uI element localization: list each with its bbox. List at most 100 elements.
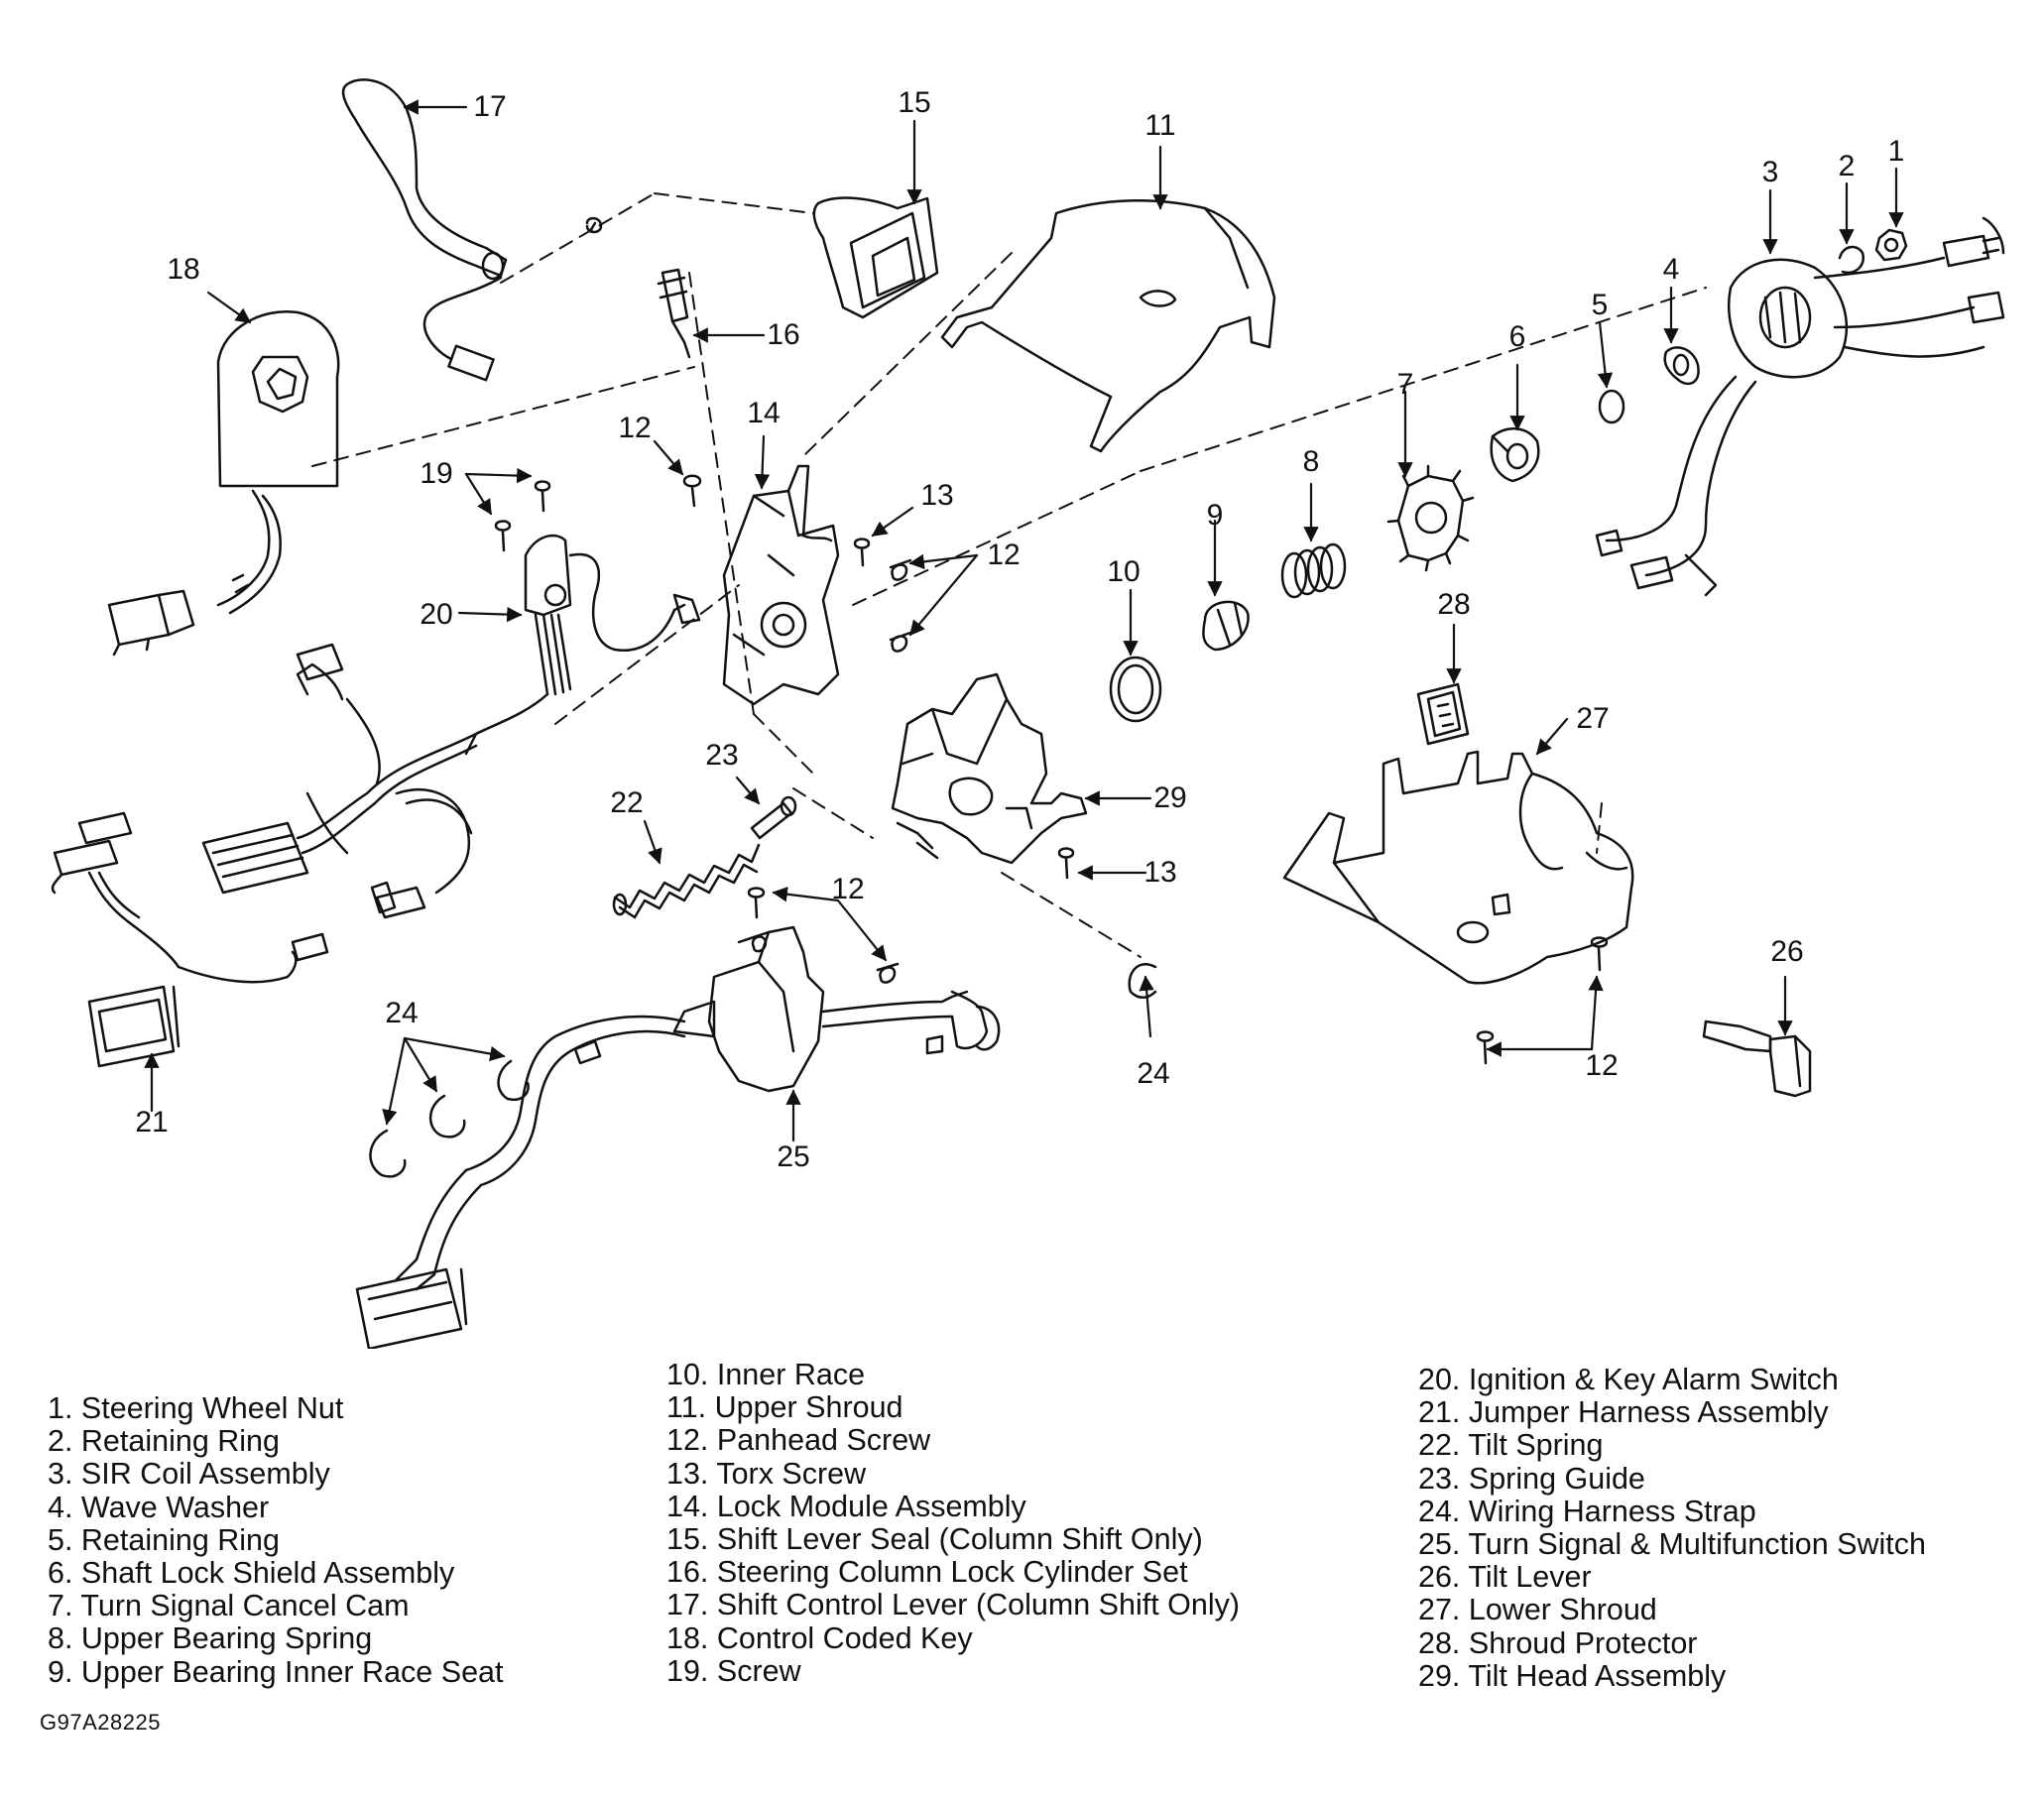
spring-guide (750, 795, 797, 840)
wiring-harness-straps-left (369, 1059, 530, 1178)
shroud-protector (1416, 682, 1470, 746)
callout-12a: 12 (618, 412, 652, 444)
legend-item: 6. Shaft Lock Shield Assembly (48, 1556, 455, 1591)
upper-bearing-inner-race-seat (1202, 600, 1250, 652)
legend-item: 19. Screw (666, 1653, 801, 1688)
legend-item: 23. Spring Guide (1418, 1461, 1645, 1496)
retaining-ring-5 (1598, 389, 1625, 424)
callout-14: 14 (747, 397, 781, 429)
wave-washer (1663, 346, 1700, 386)
legend-item: 21. Jumper Harness Assembly (1418, 1395, 1829, 1430)
legend-column-1: 1. Steering Wheel Nut 2. Retaining Ring … (48, 1391, 504, 1689)
legend-item: 17. Shift Control Lever (Column Shift On… (666, 1588, 1241, 1622)
turn-signal-cancel-cam (1386, 464, 1475, 572)
jumper-harness-assembly (51, 811, 329, 1068)
callout-15: 15 (898, 86, 931, 119)
shaft-lock-shield (1490, 427, 1540, 483)
legend-item: 11. Upper Shroud (666, 1390, 903, 1425)
legend-item: 27. Lower Shroud (1418, 1593, 1657, 1627)
callout-12b: 12 (987, 539, 1021, 571)
tilt-lever (1702, 1019, 1812, 1098)
upper-shroud (940, 198, 1276, 453)
legend-item: 4. Wave Washer (48, 1490, 270, 1524)
callout-13b: 13 (1143, 856, 1177, 889)
legend-item: 25. Turn Signal & Multifunction Switch (1418, 1527, 1926, 1562)
switch-screws-12 (747, 887, 900, 984)
callout-26: 26 (1770, 935, 1804, 968)
lock-cylinder (657, 268, 691, 359)
shift-lever-seal (812, 196, 939, 319)
legend-item: 18. Control Coded Key (666, 1620, 973, 1655)
lock-module-assembly (722, 464, 840, 706)
legend-item: 12. Panhead Screw (666, 1423, 931, 1458)
callout-8: 8 (1302, 445, 1320, 478)
callout-13a: 13 (920, 479, 954, 512)
legend-item: 1. Steering Wheel Nut (48, 1391, 344, 1425)
legend-column-3: 20. Ignition & Key Alarm Switch 21. Jump… (1418, 1363, 1926, 1693)
figure-id: G97A28225 (40, 1710, 161, 1735)
legend-item: 29. Tilt Head Assembly (1418, 1658, 1727, 1693)
control-coded-key (107, 309, 340, 657)
leader-arrows (144, 99, 1904, 1142)
shift-control-lever (341, 78, 603, 382)
steering-wheel-nut (1874, 228, 1908, 262)
exploded-parts-drawing (51, 78, 2005, 1349)
callout-20: 20 (420, 598, 453, 631)
callout-19: 19 (420, 457, 453, 490)
main-harness (201, 643, 478, 919)
callout-28: 28 (1437, 588, 1471, 621)
torx-screws-13 (1057, 847, 1075, 880)
callout-21: 21 (135, 1106, 169, 1139)
tilt-head-assembly (891, 672, 1088, 865)
legend-item: 15. Shift Lever Seal (Column Shift Only) (666, 1522, 1203, 1557)
callout-23: 23 (705, 739, 739, 772)
legend-item: 28. Shroud Protector (1418, 1625, 1698, 1660)
legend-column-2: 10. Inner Race 11. Upper Shroud 12. Panh… (666, 1358, 1241, 1688)
legend-item: 22. Tilt Spring (1418, 1428, 1604, 1463)
upper-bearing-spring (1280, 542, 1347, 599)
callout-1: 1 (1887, 135, 1905, 168)
legend-item: 26. Tilt Lever (1418, 1560, 1592, 1595)
callout-5: 5 (1591, 289, 1609, 321)
legend-item: 13. Torx Screw (666, 1456, 867, 1491)
legend-item: 10. Inner Race (666, 1358, 866, 1391)
legend-item: 24. Wiring Harness Strap (1418, 1494, 1756, 1528)
panhead-screws-12 (682, 474, 912, 653)
callout-22: 22 (610, 786, 644, 819)
legend-item: 8. Upper Bearing Spring (48, 1621, 373, 1656)
callout-2: 2 (1838, 150, 1856, 182)
callout-27: 27 (1576, 702, 1610, 735)
assembly-centerlines (311, 192, 1707, 958)
legend-item: 9. Upper Bearing Inner Race Seat (48, 1654, 504, 1689)
callout-12d: 12 (1585, 1049, 1619, 1082)
callout-17: 17 (473, 90, 507, 123)
callout-10: 10 (1107, 555, 1141, 588)
turn-signal-multifunction-switch (355, 925, 1001, 1349)
callout-11: 11 (1144, 109, 1176, 142)
inner-race (1109, 656, 1162, 723)
callout-25: 25 (777, 1140, 810, 1173)
callout-18: 18 (167, 253, 200, 286)
lower-shroud (1282, 750, 1634, 985)
ignition-key-alarm-switch (464, 534, 701, 756)
callout-29: 29 (1153, 781, 1187, 814)
legend-item: 3. SIR Coil Assembly (48, 1457, 330, 1492)
callout-16: 16 (767, 318, 800, 351)
callout-3: 3 (1761, 156, 1779, 188)
callout-9: 9 (1206, 499, 1224, 532)
callout-12c: 12 (831, 873, 865, 905)
legend-item: 16. Steering Column Lock Cylinder Set (666, 1555, 1188, 1590)
legend-item: 14. Lock Module Assembly (666, 1489, 1026, 1523)
lower-shroud-screws-12 (1476, 936, 1609, 1065)
callout-7: 7 (1396, 368, 1414, 401)
sir-coil-assembly (1595, 216, 2005, 597)
callout-4: 4 (1662, 253, 1680, 286)
callout-24b: 24 (1137, 1057, 1170, 1090)
callout-24a: 24 (385, 997, 419, 1029)
legend-item: 5. Retaining Ring (48, 1522, 280, 1557)
tilt-spring (612, 843, 761, 919)
legend-item: 2. Retaining Ring (48, 1424, 280, 1459)
retaining-ring-2 (1838, 245, 1865, 275)
legend-item: 20. Ignition & Key Alarm Switch (1418, 1363, 1839, 1396)
legend-item: 7. Turn Signal Cancel Cam (48, 1589, 410, 1623)
